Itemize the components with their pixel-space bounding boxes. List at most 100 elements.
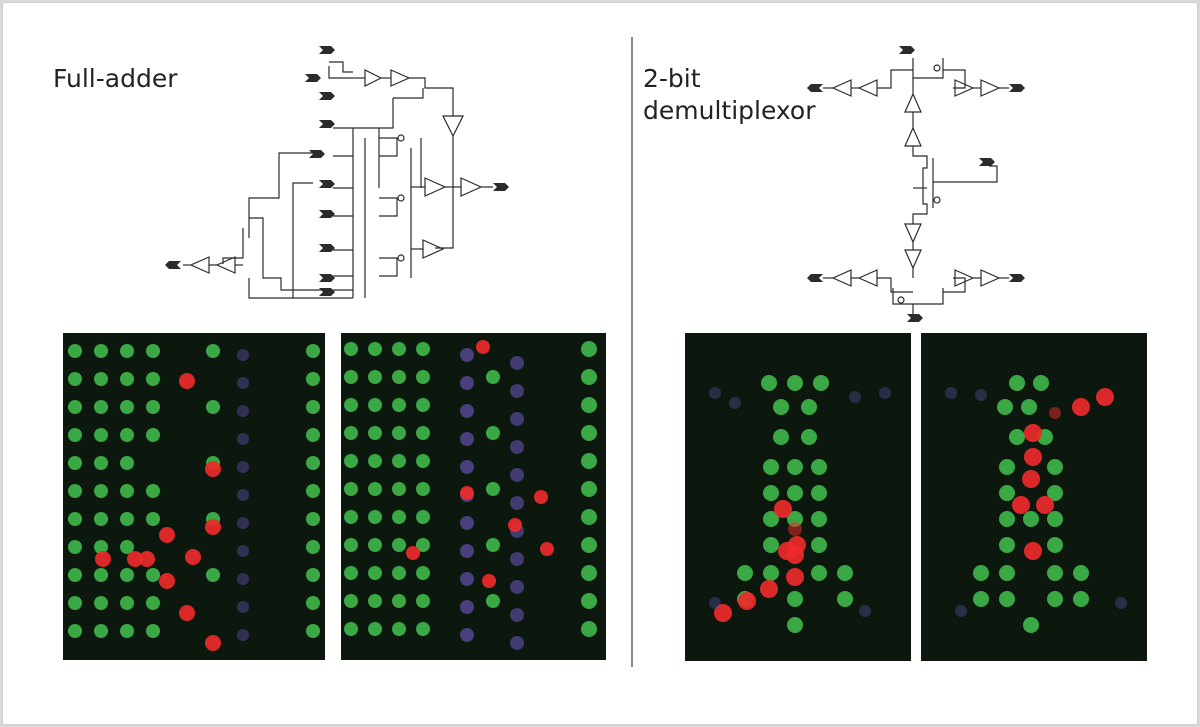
droplet: [392, 370, 406, 384]
input-arrow-icon: [319, 288, 335, 296]
droplet: [508, 518, 522, 532]
droplet: [68, 400, 82, 414]
buffer-gate: [904, 92, 922, 113]
droplet: [306, 624, 320, 638]
droplet: [460, 376, 474, 390]
droplet: [945, 387, 957, 399]
droplet: [146, 344, 160, 358]
droplet: [368, 342, 382, 356]
droplet: [460, 460, 474, 474]
droplet: [811, 511, 827, 527]
input-arrow-icon: [319, 92, 335, 100]
droplet: [416, 426, 430, 440]
droplet: [859, 605, 871, 617]
droplet: [476, 340, 490, 354]
buffer-gate: [857, 79, 878, 97]
droplet: [763, 485, 779, 501]
droplet: [146, 428, 160, 442]
droplet: [1073, 565, 1089, 581]
droplet: [139, 551, 155, 567]
droplet: [787, 485, 803, 501]
droplet: [237, 461, 249, 473]
buffer-gate: [831, 79, 852, 97]
droplet: [392, 482, 406, 496]
droplet: [581, 481, 597, 497]
droplet: [146, 484, 160, 498]
droplet: [581, 537, 597, 553]
droplet: [460, 600, 474, 614]
input-arrow-icon: [319, 46, 335, 54]
droplet: [120, 428, 134, 442]
droplet: [94, 596, 108, 610]
droplet: [460, 404, 474, 418]
droplet: [306, 568, 320, 582]
droplet: [68, 456, 82, 470]
droplet: [811, 565, 827, 581]
droplet: [94, 400, 108, 414]
droplet: [68, 428, 82, 442]
droplet: [68, 568, 82, 582]
droplet: [510, 580, 524, 594]
output-arrow-icon: [493, 183, 509, 191]
droplet: [344, 594, 358, 608]
droplet: [460, 572, 474, 586]
droplet: [185, 549, 201, 565]
droplet: [581, 453, 597, 469]
droplet: [68, 596, 82, 610]
droplet: [94, 456, 108, 470]
droplet: [1022, 470, 1040, 488]
droplet: [368, 482, 382, 496]
droplet: [120, 596, 134, 610]
droplet: [1049, 407, 1061, 419]
droplet: [787, 375, 803, 391]
demultiplexor-schematic: [807, 46, 1025, 322]
droplet: [120, 624, 134, 638]
droplet: [344, 510, 358, 524]
droplet: [788, 536, 806, 554]
droplet: [788, 522, 802, 536]
droplet: [486, 426, 500, 440]
droplet: [68, 372, 82, 386]
droplet: [344, 622, 358, 636]
droplet: [774, 500, 792, 518]
buffer-gate: [831, 269, 852, 287]
buffer-gate: [364, 69, 383, 87]
droplet: [811, 459, 827, 475]
droplet: [540, 542, 554, 556]
buffer-gate: [904, 223, 922, 244]
droplet: [120, 456, 134, 470]
input-arrow-icon: [319, 180, 335, 188]
buffer-gate: [954, 79, 975, 97]
droplet: [344, 370, 358, 384]
droplet: [1033, 375, 1049, 391]
droplet: [146, 512, 160, 526]
droplet: [368, 426, 382, 440]
droplet: [1024, 448, 1042, 466]
droplet: [120, 400, 134, 414]
droplet: [997, 399, 1013, 415]
droplet: [237, 489, 249, 501]
droplet: [729, 397, 741, 409]
droplet: [975, 389, 987, 401]
droplet: [973, 565, 989, 581]
droplet: [94, 568, 108, 582]
droplet: [416, 594, 430, 608]
droplet: [416, 370, 430, 384]
droplet: [416, 482, 430, 496]
droplet: [581, 369, 597, 385]
droplet: [416, 454, 430, 468]
droplet: [206, 568, 220, 582]
droplet: [94, 344, 108, 358]
droplet: [811, 537, 827, 553]
droplet: [68, 624, 82, 638]
input-arrow-icon: [319, 274, 335, 282]
droplet: [120, 344, 134, 358]
buffer-gate: [460, 177, 483, 197]
input-arrow-icon: [319, 210, 335, 218]
droplet: [1023, 617, 1039, 633]
input-arrow-icon: [305, 74, 321, 82]
droplet: [94, 512, 108, 526]
output-arrow-icon: [1009, 274, 1025, 282]
input-arrow-icon: [319, 120, 335, 128]
